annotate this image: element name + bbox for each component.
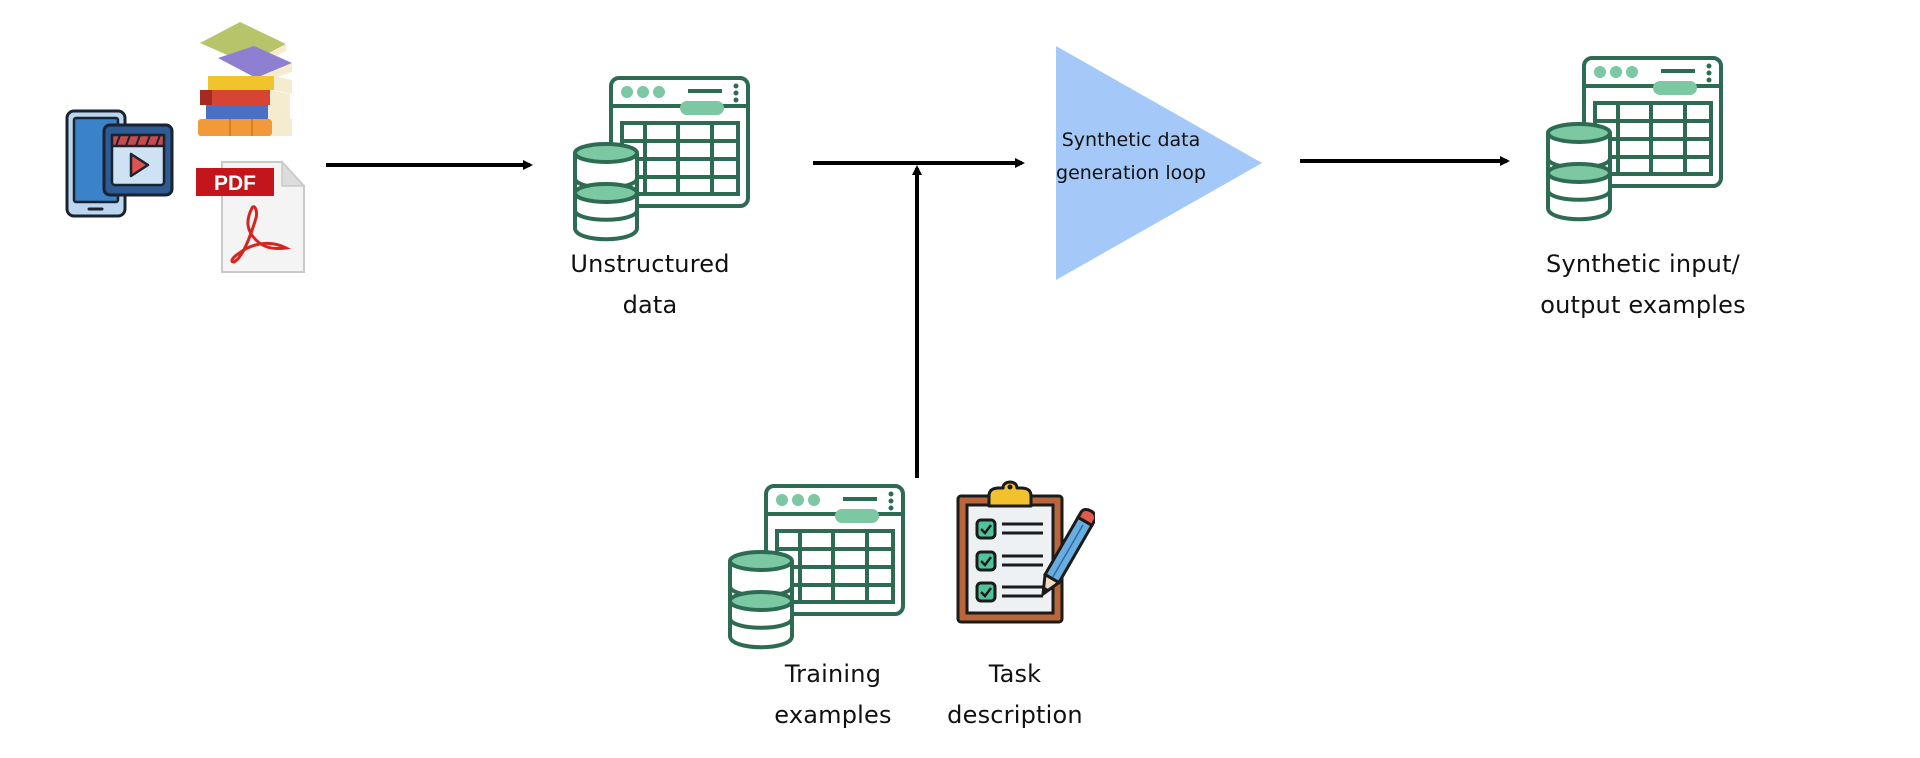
synthetic-output-icon [1546, 56, 1723, 222]
unstructured-data-icon [573, 76, 750, 242]
pdf-file-icon: PDF [196, 160, 306, 273]
synthetic-loop-triangle [1056, 46, 1262, 280]
clipboard-checklist-icon [956, 480, 1095, 624]
training-examples-label: Training examples [774, 660, 892, 729]
unstructured-data-label: Unstructured data [570, 250, 730, 319]
pdf-badge-text: PDF [214, 172, 256, 195]
books-icon [198, 22, 292, 136]
tablet-video-icon [65, 109, 174, 218]
training-examples-icon [728, 484, 905, 650]
synthetic-loop-label: Synthetic data generation loop [1056, 129, 1206, 184]
task-description-label: Task description [947, 660, 1083, 729]
synthetic-output-label: Synthetic input/ output examples [1540, 250, 1746, 319]
